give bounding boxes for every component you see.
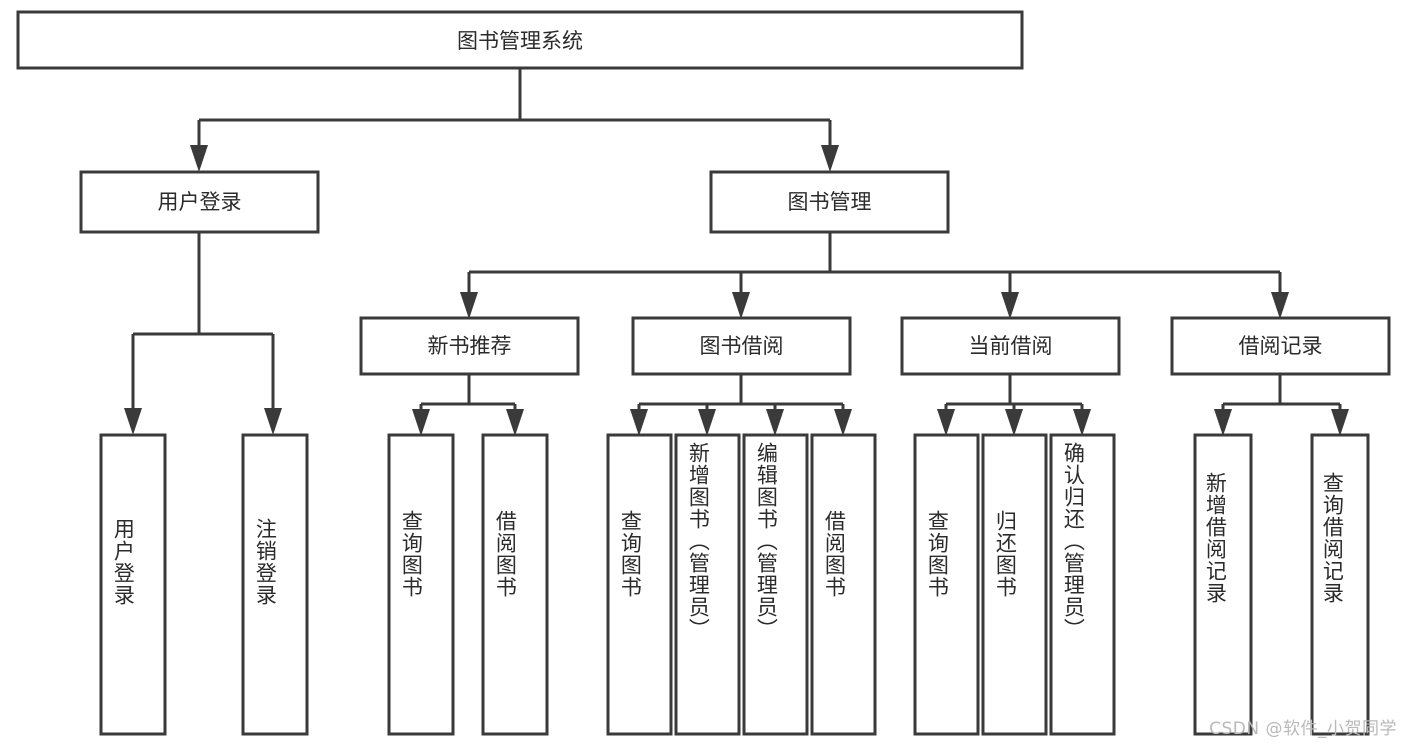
node-leaf-logout[interactable] — [241, 433, 309, 736]
node-leaf-query-book-borrow[interactable] — [606, 433, 673, 736]
connector-bookborrow-to-leaves — [630, 374, 852, 436]
node-leaf-user-login[interactable] — [99, 433, 167, 736]
node-current-borrow-label: 当前借阅 — [969, 334, 1053, 358]
node-book-borrow[interactable]: 图书借阅 — [631, 316, 852, 376]
node-current-borrow[interactable]: 当前借阅 — [900, 316, 1121, 376]
node-borrow-record[interactable]: 借阅记录 — [1170, 316, 1391, 376]
node-user-login[interactable]: 用户登录 — [79, 170, 320, 234]
node-new-book-recommend[interactable]: 新书推荐 — [359, 316, 580, 376]
node-leaf-return-book[interactable] — [981, 433, 1048, 736]
connector-newbook-to-leaves — [412, 374, 524, 436]
node-leaf-query-borrow-record[interactable] — [1310, 433, 1370, 736]
node-root[interactable]: 图书管理系统 — [16, 10, 1024, 70]
node-user-login-label: 用户登录 — [158, 190, 242, 214]
node-leaf-query-book-cur[interactable] — [913, 433, 980, 736]
node-leaf-query-book-rec[interactable] — [387, 433, 455, 736]
node-leaf-add-book-admin[interactable] — [674, 433, 741, 736]
node-leaf-borrow-book-rec[interactable] — [481, 433, 549, 736]
node-leaf-borrow-book[interactable] — [810, 433, 877, 736]
node-new-book-recommend-label: 新书推荐 — [428, 334, 512, 358]
node-book-borrow-label: 图书借阅 — [700, 334, 784, 358]
node-leaf-confirm-return-admin[interactable] — [1049, 433, 1116, 736]
node-leaf-add-borrow-record[interactable] — [1193, 433, 1253, 736]
connector-borrowrecord-to-leaves — [1214, 374, 1349, 436]
node-root-label: 图书管理系统 — [457, 29, 583, 53]
node-borrow-record-label: 借阅记录 — [1239, 334, 1323, 358]
node-leaf-edit-book-admin[interactable] — [742, 433, 809, 736]
connector-userlogin-to-leaves — [124, 232, 282, 435]
node-book-manage-label: 图书管理 — [788, 190, 872, 214]
connector-currentborrow-to-leaves — [937, 374, 1091, 436]
connector-bookmanage-to-level3 — [460, 232, 1289, 319]
node-book-manage[interactable]: 图书管理 — [709, 170, 950, 234]
connector-root-to-level2 — [190, 68, 839, 172]
watermark-text: CSDN @软件_小贺同学 — [1209, 719, 1397, 739]
